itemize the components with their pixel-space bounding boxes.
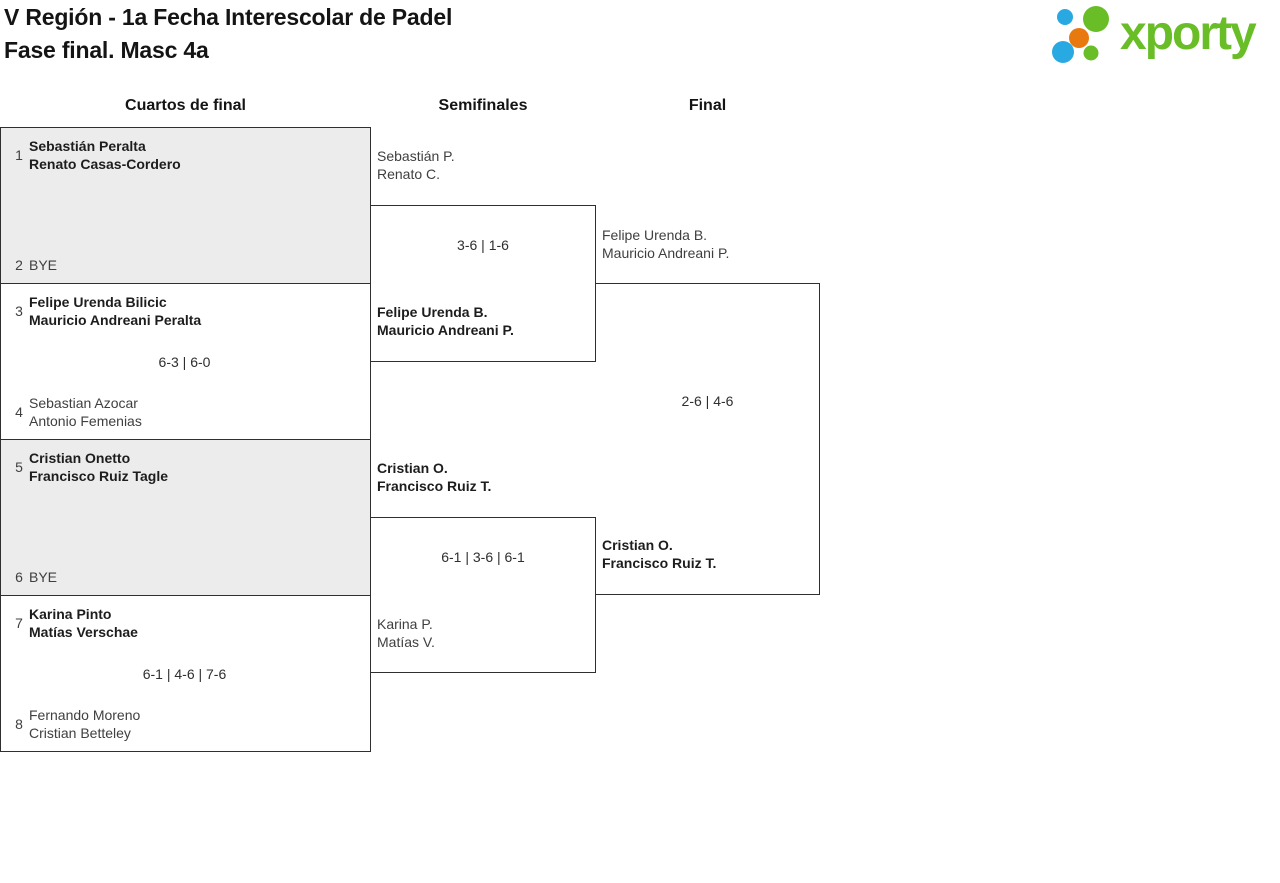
match-score: 6-3 | 6-0: [158, 353, 211, 370]
team-row-seed-6: 6 BYE: [9, 568, 360, 586]
team-row-seed-8: 8 Fernando Moreno Cristian Betteley: [9, 706, 360, 742]
final-score: 2-6 | 4-6: [681, 393, 734, 409]
sf2-bottom-team: Karina P. Matías V.: [377, 615, 435, 651]
player-name: Renato Casas-Cordero: [29, 156, 181, 172]
team-names: Fernando Moreno Cristian Betteley: [29, 706, 140, 742]
player-name: Fernando Moreno: [29, 707, 141, 723]
seed-number: 8: [15, 716, 23, 732]
player-name: Mauricio Andreani P.: [377, 322, 514, 338]
team-row-seed-4: 4 Sebastian Azocar Antonio Femenias: [9, 394, 360, 430]
player-name: Cristian Betteley: [29, 725, 131, 741]
player-name: Sebastián P.: [377, 148, 455, 164]
xporty-dots-icon: [1052, 6, 1109, 63]
round-header-semifinales: Semifinales: [438, 97, 528, 114]
team-row-seed-7: 7 Karina Pinto Matías Verschae: [9, 605, 360, 641]
round-header-cuartos: Cuartos de final: [125, 97, 246, 114]
team-names: BYE: [29, 256, 57, 274]
player-name: Sebastián Peralta: [29, 138, 146, 154]
player-name: Antonio Femenias: [29, 413, 142, 429]
sf1-bottom-team: Felipe Urenda B. Mauricio Andreani P.: [377, 303, 514, 339]
player-name: Felipe Urenda B.: [377, 304, 488, 320]
match-score: 6-1 | 4-6 | 7-6: [142, 665, 227, 682]
team-row-seed-3: 3 Felipe Urenda Bilicic Mauricio Andrean…: [9, 293, 360, 329]
player-name: Cristian O.: [602, 537, 673, 553]
match-qf-1: 1 Sebastián Peralta Renato Casas-Cordero…: [0, 127, 371, 284]
player-name: BYE: [29, 257, 58, 273]
team-names: Cristian Onetto Francisco Ruiz Tagle: [29, 449, 168, 485]
match-qf-3: 5 Cristian Onetto Francisco Ruiz Tagle 6…: [0, 439, 371, 596]
seed-number: 5: [15, 459, 23, 475]
final-bottom-team: Cristian O. Francisco Ruiz T.: [602, 536, 716, 572]
title-line-1: V Región - 1a Fecha Interescolar de Pade…: [4, 4, 453, 30]
player-name: Mauricio Andreani P.: [602, 245, 730, 261]
player-name: Matías V.: [377, 634, 435, 650]
match-score: [9, 518, 360, 536]
match-sf-2-box: [370, 517, 596, 673]
match-final-box: [595, 283, 820, 595]
team-names: Felipe Urenda Bilicic Mauricio Andreani …: [29, 293, 201, 329]
player-name: BYE: [29, 569, 58, 585]
player-name: Cristian O.: [377, 460, 448, 476]
player-name: Matías Verschae: [29, 624, 138, 640]
player-name: Sebastian Azocar: [29, 395, 138, 411]
round-header-final: Final: [688, 97, 727, 114]
player-name: Renato C.: [377, 166, 441, 182]
page-title: V Región - 1a Fecha Interescolar de Pade…: [4, 1, 452, 67]
sf1-score: 3-6 | 1-6: [457, 237, 509, 253]
seed-number: 3: [15, 303, 23, 319]
team-names: Sebastián Peralta Renato Casas-Cordero: [29, 137, 181, 173]
player-name: Karina P.: [377, 616, 433, 632]
player-name: Francisco Ruiz T.: [602, 555, 717, 571]
team-row-seed-5: 5 Cristian Onetto Francisco Ruiz Tagle: [9, 449, 360, 485]
team-names: Sebastian Azocar Antonio Femenias: [29, 394, 142, 430]
match-score: [9, 206, 360, 224]
sf2-top-team: Cristian O. Francisco Ruiz T.: [377, 459, 491, 495]
player-name: Felipe Urenda B.: [602, 227, 708, 243]
seed-number: 6: [15, 569, 23, 585]
team-names: BYE: [29, 568, 57, 586]
team-row-seed-1: 1 Sebastián Peralta Renato Casas-Cordero: [9, 137, 360, 173]
seed-number: 2: [15, 257, 23, 273]
player-name: Francisco Ruiz T.: [377, 478, 492, 494]
sf2-score: 6-1 | 3-6 | 6-1: [441, 549, 525, 565]
xporty-logo[interactable]: xporty: [1048, 2, 1257, 68]
player-name: Cristian Onetto: [29, 450, 131, 466]
team-names: Karina Pinto Matías Verschae: [29, 605, 138, 641]
sf1-top-team: Sebastián P. Renato C.: [377, 147, 455, 183]
xporty-logo-text: xporty: [1120, 7, 1257, 60]
final-top-team: Felipe Urenda B. Mauricio Andreani P.: [602, 226, 729, 262]
player-name: Francisco Ruiz Tagle: [29, 468, 168, 484]
seed-number: 4: [15, 404, 23, 420]
title-line-2: Fase final. Masc 4a: [4, 37, 209, 63]
seed-number: 1: [15, 147, 23, 163]
match-qf-4: 7 Karina Pinto Matías Verschae 6-1 | 4-6…: [0, 595, 371, 752]
team-row-seed-2: 2 BYE: [9, 256, 360, 274]
match-qf-2: 3 Felipe Urenda Bilicic Mauricio Andrean…: [0, 283, 371, 440]
player-name: Karina Pinto: [29, 606, 112, 622]
player-name: Mauricio Andreani Peralta: [29, 312, 202, 328]
player-name: Felipe Urenda Bilicic: [29, 294, 167, 310]
seed-number: 7: [15, 615, 23, 631]
